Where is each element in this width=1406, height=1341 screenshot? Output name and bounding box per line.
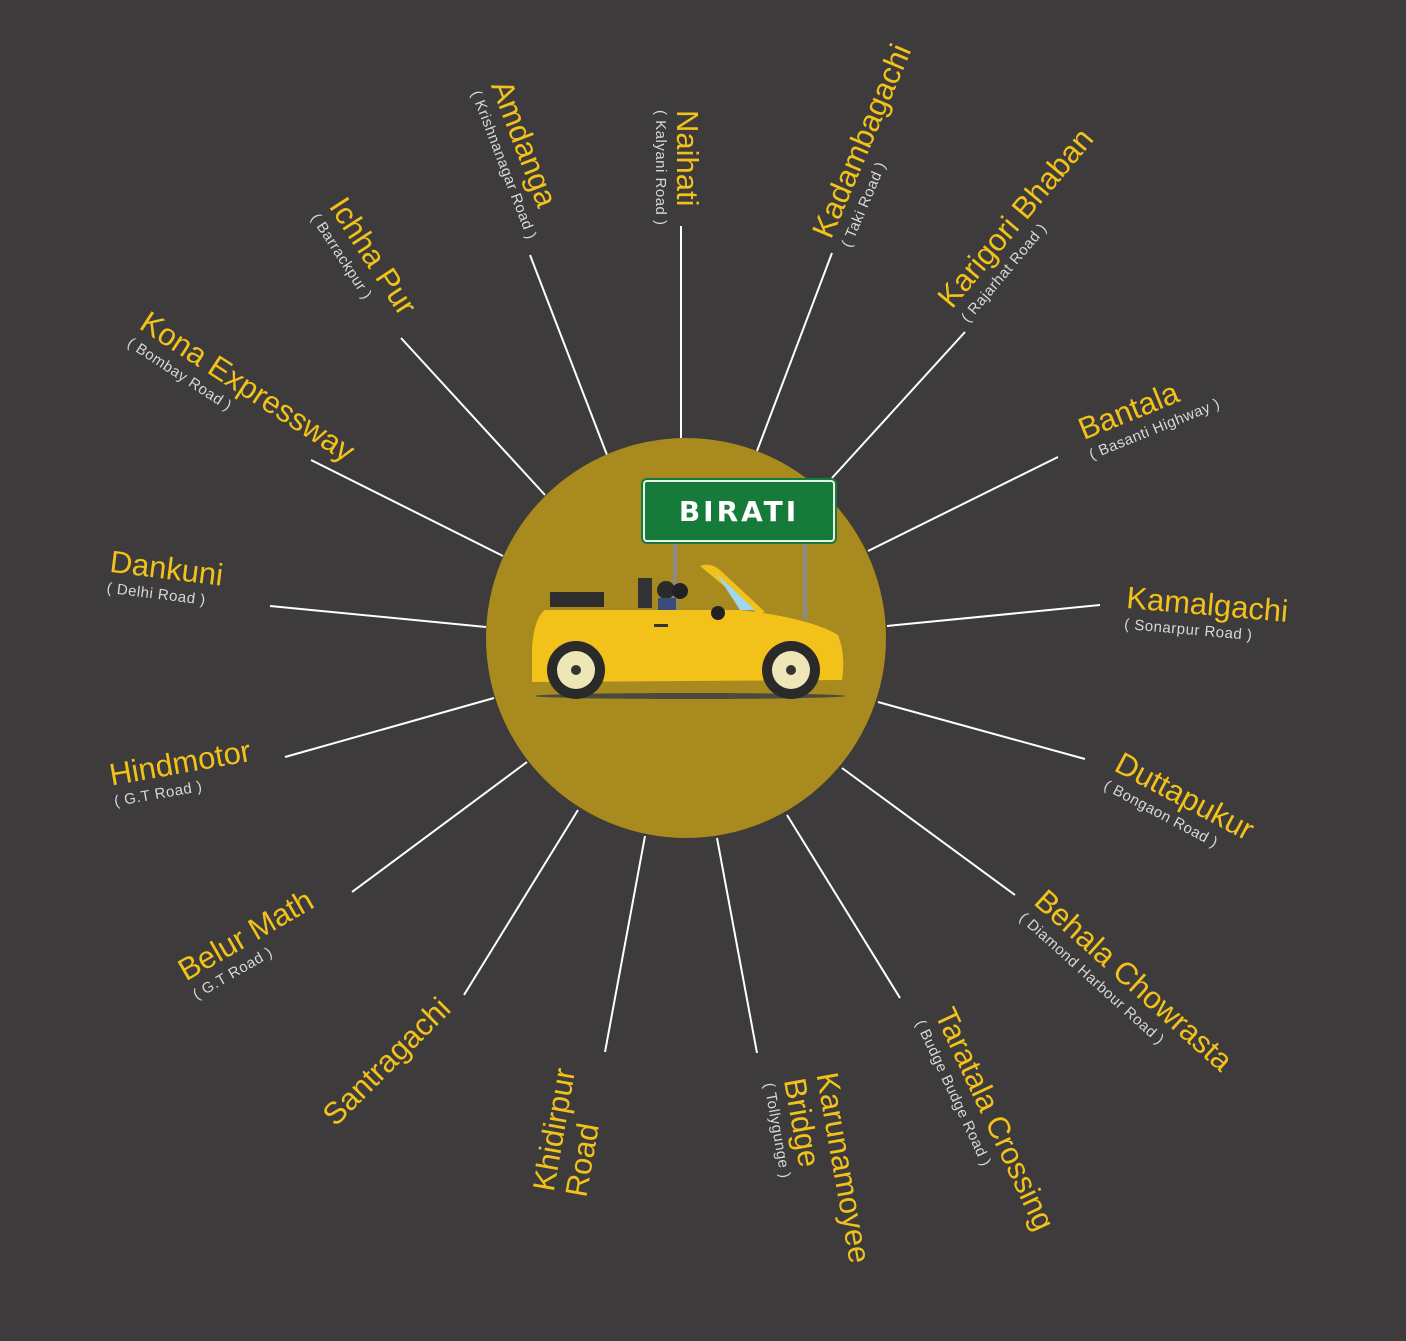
- destination-naihati: Naihati ( Kalyani Road ): [652, 110, 705, 226]
- spoke-kamalgachi: [886, 604, 1101, 627]
- spoke-khidirpur: [604, 835, 646, 1053]
- spoke-behala: [841, 767, 1016, 896]
- spoke-bantala: [867, 456, 1059, 552]
- spoke-karigori: [831, 331, 966, 479]
- car-illustration: [532, 540, 845, 699]
- spoke-belur-math: [351, 761, 528, 893]
- location-sign: BIRATI: [643, 480, 835, 542]
- spoke-hindmotor: [284, 697, 495, 758]
- spoke-taratala: [786, 814, 901, 999]
- spoke-amdanga: [529, 254, 608, 456]
- destination-name: Naihati: [670, 110, 705, 207]
- spoke-dankuni: [269, 605, 487, 628]
- spoke-duttapukur: [877, 701, 1086, 760]
- sign-text: BIRATI: [678, 494, 800, 528]
- spoke-kadambagachi: [756, 252, 833, 452]
- spoke-kona-expressway: [310, 459, 504, 557]
- spoke-ichha-pur: [400, 337, 546, 496]
- spoke-karunamoyee: [716, 837, 758, 1054]
- spoke-santragachi: [463, 809, 579, 996]
- destination-road: ( Kalyani Road ): [652, 110, 670, 226]
